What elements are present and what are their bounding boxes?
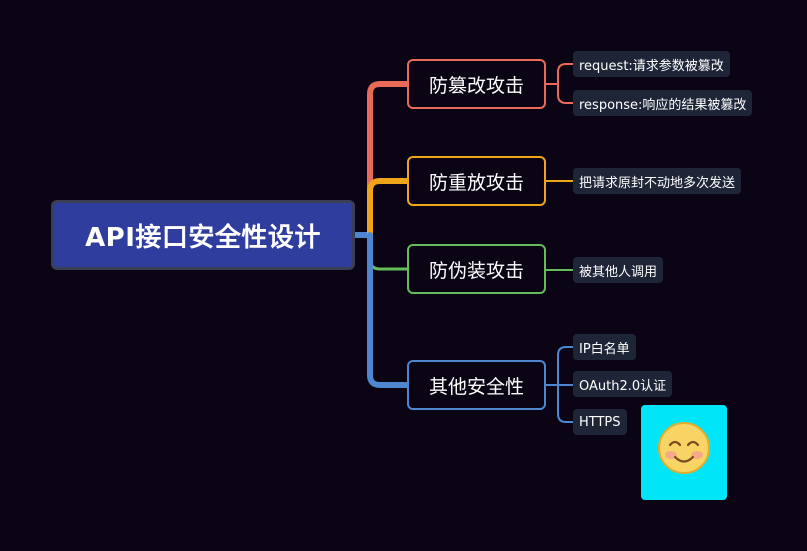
topic-label: 防重放攻击 (428, 171, 524, 194)
emoji-sticker[interactable] (641, 405, 727, 500)
leaf-label: request:请求参数被篡改 (579, 58, 724, 74)
topic-other-security[interactable]: 其他安全性 (407, 360, 546, 410)
leaf-label: 被其他人调用 (579, 264, 658, 280)
leaf-label: IP白名单 (579, 341, 630, 357)
leaf-label: 把请求原封不动地多次发送 (579, 175, 736, 191)
root-node[interactable]: API接口安全性设计 (51, 200, 355, 270)
smiley-face-icon (658, 422, 710, 474)
leaf-label: OAuth2.0认证 (579, 378, 667, 394)
topic-replay-attack[interactable]: 防重放攻击 (407, 156, 546, 206)
topic-label: 防篡改攻击 (428, 74, 524, 97)
leaf-https[interactable]: HTTPS (573, 409, 627, 435)
leaf-response-tampered[interactable]: response:响应的结果被篡改 (573, 90, 753, 116)
root-label: API接口安全性设计 (85, 222, 321, 253)
leaf-oauth[interactable]: OAuth2.0认证 (573, 371, 673, 397)
leaf-request-tampered[interactable]: request:请求参数被篡改 (573, 51, 730, 77)
topic-spoof-attack[interactable]: 防伪装攻击 (407, 244, 546, 294)
leaf-called-by-others[interactable]: 被其他人调用 (573, 257, 664, 283)
leaf-label: response:响应的结果被篡改 (579, 97, 747, 113)
topic-label: 防伪装攻击 (428, 259, 524, 282)
leaf-ip-whitelist[interactable]: IP白名单 (573, 334, 636, 360)
leaf-replay-request[interactable]: 把请求原封不动地多次发送 (573, 168, 742, 194)
leaf-label: HTTPS (579, 414, 621, 430)
topic-label: 其他安全性 (428, 375, 524, 398)
topic-tamper-attack[interactable]: 防篡改攻击 (407, 59, 546, 109)
